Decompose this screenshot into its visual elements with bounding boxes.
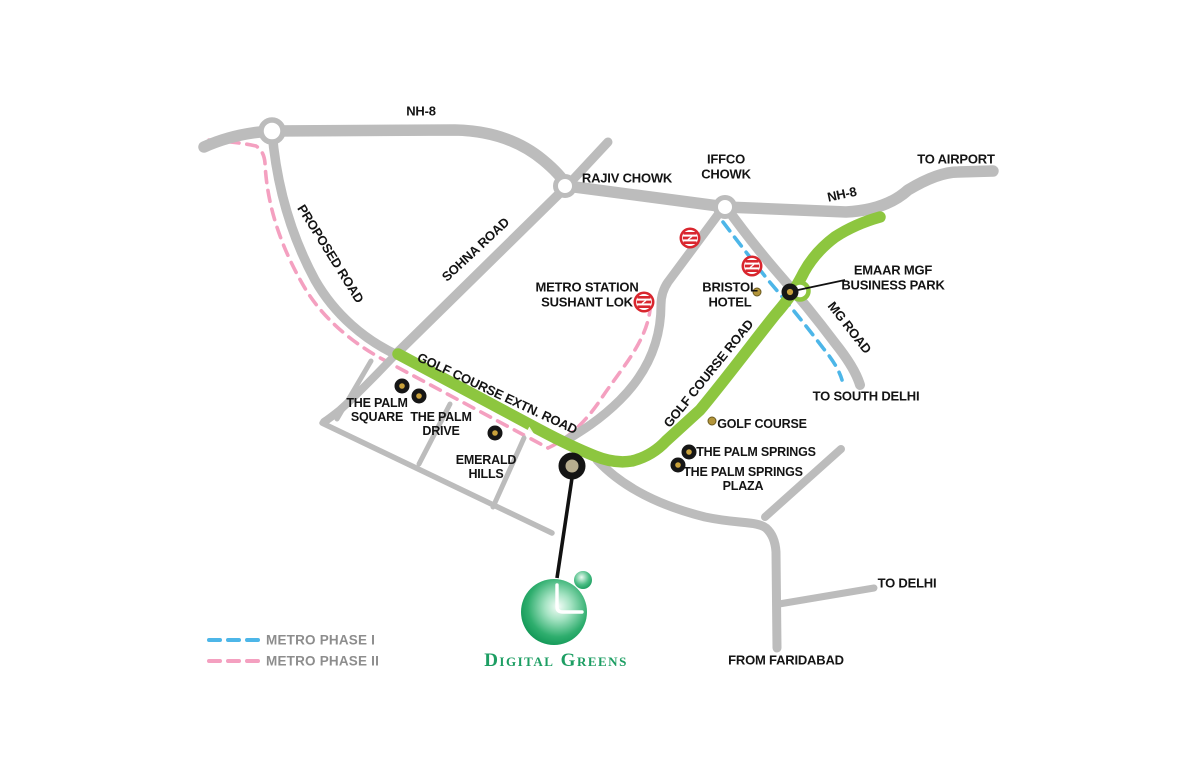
road-sector-diagonal [319, 420, 555, 536]
metro-lines [207, 138, 844, 451]
property-marker-palm-springs [681, 444, 697, 460]
roads-layer [198, 124, 999, 653]
property-marker-emaar [781, 283, 799, 301]
metro-icons [633, 227, 763, 313]
digital-greens-wordmark: Digital Greens [484, 650, 628, 671]
property-marker-palm-drive [411, 388, 427, 404]
road-northeast-branch [761, 445, 845, 521]
legend-swatches [207, 638, 260, 663]
junction-circle-nh8-proposed [258, 117, 286, 145]
road-proposed [267, 126, 402, 360]
road-sohna-continuation [320, 349, 401, 426]
property-marker-palm-square [394, 378, 410, 394]
property-marker-palm-springs-plaza [670, 457, 686, 473]
logo-small-ball [574, 571, 592, 589]
road-golf-course-green [392, 211, 886, 468]
poi-dot-bristol-hotel [752, 287, 762, 297]
road-direction-arrow [524, 426, 535, 436]
poi-dot-golf-course [707, 416, 717, 426]
road-sector-street-1 [334, 358, 374, 422]
logo-bracket [555, 583, 584, 614]
markers-layer [394, 283, 799, 480]
metro-icon-sushant-lok [633, 291, 655, 313]
property-marker-emerald-hills [487, 425, 503, 441]
expressway-layer [392, 211, 886, 468]
metro-icon-1 [679, 227, 701, 249]
junction-circle-rajiv-chowk [553, 174, 577, 198]
junctions-layer [258, 117, 811, 302]
leader-lines [555, 279, 846, 579]
legend-label-metro-phase2: METRO PHASE II [266, 653, 380, 669]
emaar-leader-line [797, 279, 846, 291]
legend-label-metro-phase1: METRO PHASE I [266, 632, 376, 648]
road-southeast-curve [592, 455, 782, 653]
road-sector-street-2 [416, 401, 453, 467]
digital-greens-site-marker [558, 452, 586, 480]
digital-greens-logo [521, 571, 592, 645]
metro-phase2-line [207, 138, 652, 451]
road-sector-street-3 [490, 435, 527, 510]
road-sohna [392, 181, 572, 358]
logo-sphere [521, 579, 587, 645]
junction-circle-iffco-chowk [713, 195, 737, 219]
metro-icon-2 [741, 255, 763, 277]
digital-greens-leader-line [555, 477, 574, 579]
road-iffco-to-sushantlok [560, 207, 725, 446]
road-to-delhi-branch [775, 584, 878, 608]
metro-phase1-line-mg-road [721, 220, 844, 382]
road-nh8 [198, 124, 999, 218]
